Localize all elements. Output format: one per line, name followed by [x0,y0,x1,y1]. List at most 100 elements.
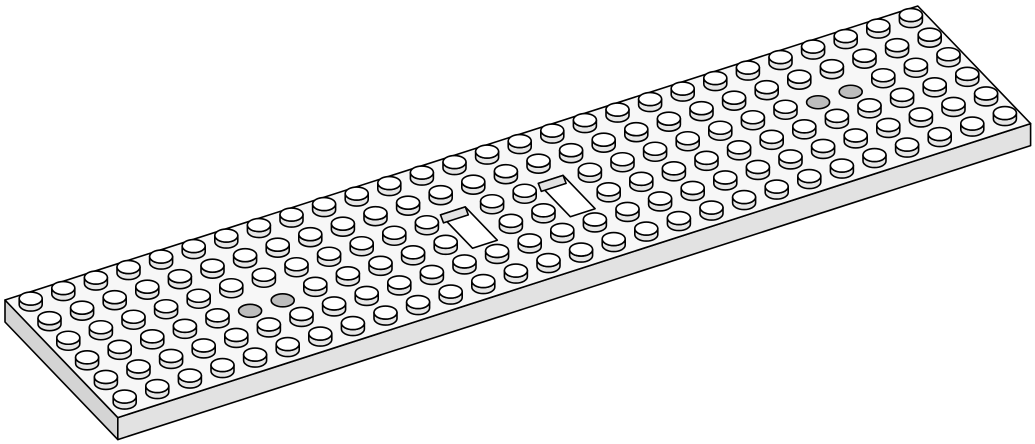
stud [740,109,766,131]
stud [153,298,179,320]
stud [50,280,76,302]
stud [419,264,445,286]
stud [917,27,943,48]
stud [107,339,132,361]
stud [172,318,198,340]
stud [735,60,761,81]
stud [275,336,301,358]
stud [484,243,510,265]
stud [74,350,100,371]
stud [493,163,519,185]
stud [615,201,640,223]
stud [219,277,244,299]
stud [796,168,822,190]
stud [712,170,738,191]
stud [330,216,356,237]
stud [889,87,915,109]
stud [405,294,431,316]
stud [191,338,216,359]
stud [936,46,961,68]
stud [675,130,701,152]
stud [922,77,948,98]
stud [376,175,402,197]
stud [865,18,891,39]
stud [340,315,366,337]
stud [246,217,272,239]
stud [452,254,477,275]
stud [232,247,258,269]
stud [145,378,170,400]
hidden-stud [805,94,831,110]
stud [954,66,980,88]
stud [135,279,160,300]
stud [102,289,127,311]
stud [656,111,682,132]
stud [242,347,268,368]
stud [474,144,500,165]
stud [69,300,95,321]
stud [702,70,728,92]
stud [731,189,757,211]
stud [670,81,696,102]
stud [200,258,225,279]
stud [843,128,869,149]
stud [438,284,464,305]
stud [373,305,398,326]
stud [778,149,803,170]
stud [395,195,421,216]
stud [800,39,826,60]
stud [112,389,137,410]
stud [810,138,836,160]
stud [517,233,543,254]
stud [83,270,109,291]
stud [386,275,412,296]
hidden-stud [237,303,263,319]
stud [726,140,752,161]
stud [289,306,314,328]
stud [721,90,747,111]
stud [633,221,659,242]
stud [224,327,249,349]
stud [637,91,663,113]
stud [539,123,565,144]
stud [894,137,920,158]
stud [470,273,496,295]
stud [409,165,435,186]
stud [498,213,524,235]
stud [582,212,608,233]
stud [344,186,370,207]
stud [680,180,706,202]
stud [116,259,141,281]
hole-inner-wall [537,174,567,193]
stud [577,162,603,184]
stud [126,359,151,380]
stud [18,291,44,312]
stud [381,225,407,247]
stud [460,174,486,195]
stud [158,348,184,370]
stud [884,37,910,59]
stud [349,235,375,257]
stud [186,288,211,310]
stud [265,237,291,258]
stud [503,263,529,284]
stud [572,112,598,134]
stud [177,368,203,389]
stud [433,234,459,256]
stud [354,285,380,307]
stud [857,98,882,119]
stud [311,196,337,218]
stud [479,193,505,215]
stud [428,184,454,206]
stud [88,319,114,341]
stud [824,108,850,130]
stud [442,154,467,176]
stud [512,183,538,205]
hole-inner-wall [439,206,470,224]
stud [414,214,440,236]
stud [610,151,635,173]
stud [321,296,347,317]
hidden-stud [270,293,296,308]
stud [992,105,1018,127]
stud [93,369,119,391]
